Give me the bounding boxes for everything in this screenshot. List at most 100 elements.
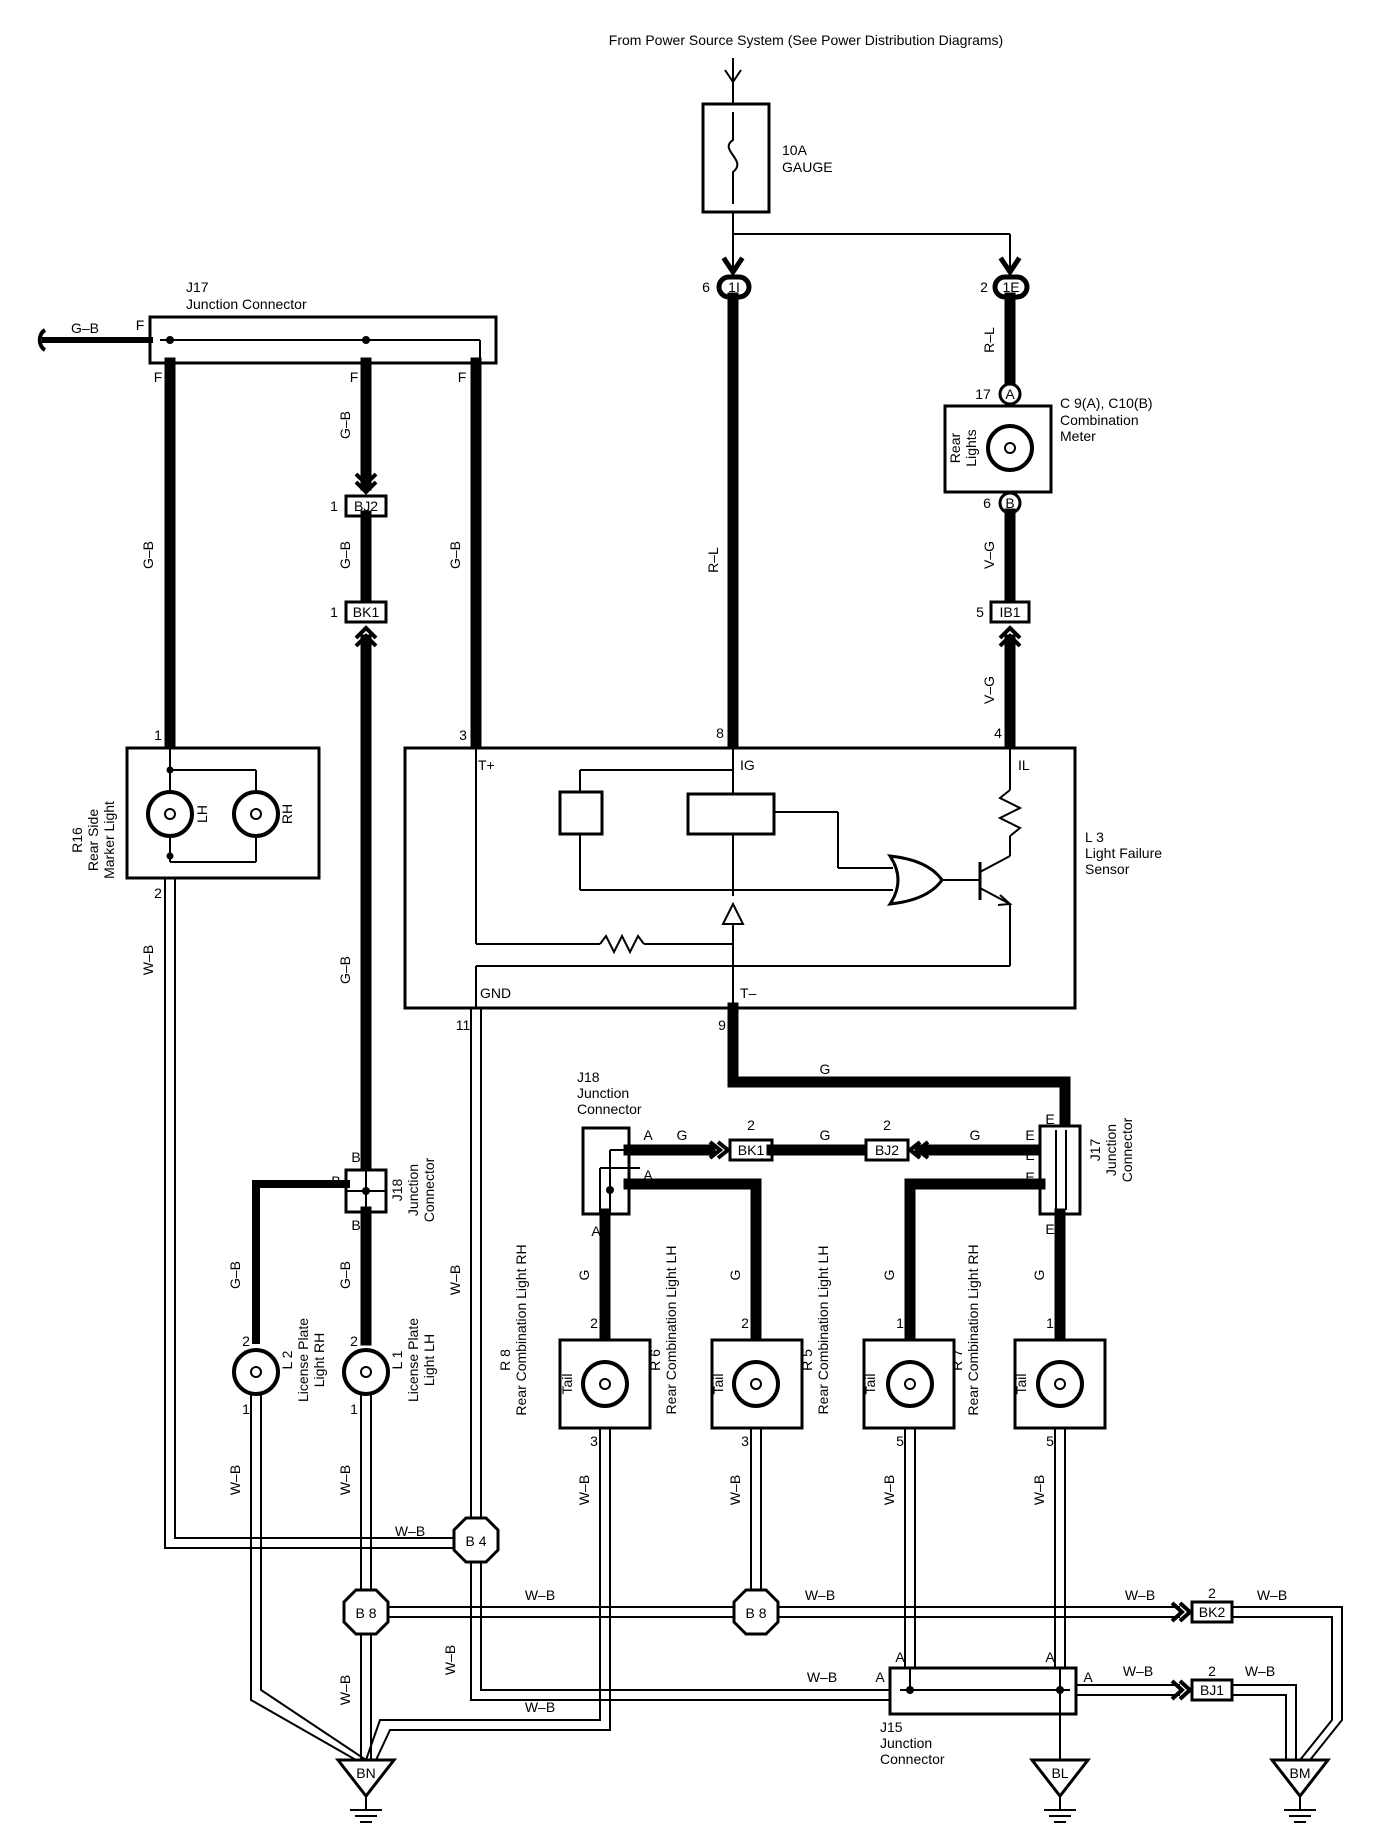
svg-text:LH: LH	[194, 805, 210, 823]
splice-b8-left: B 8	[342, 1588, 390, 1636]
svg-text:Rear Side: Rear Side	[85, 809, 101, 871]
splice-b8-right: B 8	[732, 1588, 780, 1636]
svg-text:W–B: W–B	[525, 1699, 555, 1715]
svg-text:3: 3	[459, 727, 467, 743]
svg-text:E: E	[1025, 1147, 1034, 1163]
svg-text:G: G	[820, 1061, 831, 1077]
svg-text:Rear Combination Light RH: Rear Combination Light RH	[965, 1244, 981, 1415]
svg-text:Junction Connector: Junction Connector	[186, 296, 307, 312]
svg-text:E: E	[1025, 1169, 1034, 1185]
svg-text:B 8: B 8	[355, 1605, 376, 1621]
svg-text:L 3: L 3	[1085, 829, 1104, 845]
svg-text:L 2: L 2	[279, 1350, 295, 1369]
svg-text:E: E	[1045, 1221, 1054, 1237]
svg-text:GND: GND	[480, 985, 511, 1001]
l3-light-failure-sensor: T+ IG IL GND T– L 3 Light Failure Sensor	[403, 746, 1162, 1010]
power-source-title: From Power Source System (See Power Dist…	[609, 32, 1003, 48]
svg-text:J17: J17	[1087, 1139, 1103, 1162]
svg-text:1: 1	[896, 1315, 904, 1331]
svg-text:W–B: W–B	[807, 1669, 837, 1685]
connector-bk1-mid: BK1 2	[728, 1117, 774, 1162]
svg-text:8: 8	[716, 725, 724, 741]
svg-text:RH: RH	[279, 804, 295, 824]
svg-text:5: 5	[896, 1433, 904, 1449]
svg-text:R 6: R 6	[647, 1349, 663, 1371]
svg-text:9: 9	[718, 1017, 726, 1033]
svg-text:2: 2	[741, 1315, 749, 1331]
svg-text:R–L: R–L	[705, 547, 721, 573]
svg-text:Rear Combination Light RH: Rear Combination Light RH	[513, 1244, 529, 1415]
svg-text:A: A	[1083, 1669, 1093, 1685]
svg-text:E: E	[1045, 1111, 1054, 1127]
svg-text:1I: 1I	[728, 279, 740, 295]
svg-text:5: 5	[976, 604, 984, 620]
svg-text:A: A	[895, 1649, 905, 1665]
svg-text:BK1: BK1	[353, 604, 380, 620]
svg-text:BJ2: BJ2	[875, 1142, 899, 1158]
connector-bj2-top: BJ2 1	[330, 494, 388, 518]
svg-text:BJ2: BJ2	[354, 498, 378, 514]
svg-text:Junction: Junction	[577, 1085, 629, 1101]
svg-text:W–B: W–B	[1257, 1587, 1287, 1603]
svg-text:W–B: W–B	[1123, 1663, 1153, 1679]
svg-text:1: 1	[242, 1401, 250, 1417]
svg-text:V–G: V–G	[981, 541, 997, 569]
svg-text:Rear Combination Light LH: Rear Combination Light LH	[815, 1246, 831, 1415]
meter-id: C 9(A), C10(B)	[1060, 395, 1153, 411]
svg-text:W–B: W–B	[337, 1675, 353, 1705]
svg-text:Sensor: Sensor	[1085, 861, 1130, 877]
svg-text:Rear: Rear	[947, 432, 963, 463]
svg-text:11: 11	[456, 1017, 471, 1033]
r7-rear-combination-light-rh: Tail R 7 Rear Combination Light RH	[949, 1244, 1107, 1430]
svg-text:4: 4	[994, 725, 1002, 741]
svg-text:Light RH: Light RH	[311, 1333, 327, 1387]
fuse-rating: 10A	[782, 142, 808, 158]
svg-text:W–B: W–B	[805, 1587, 835, 1603]
meter-name: Combination	[1060, 412, 1139, 428]
svg-text:2: 2	[242, 1333, 250, 1349]
svg-text:BK2: BK2	[1199, 1604, 1226, 1620]
svg-text:A: A	[591, 1223, 601, 1239]
svg-text:Meter: Meter	[1060, 428, 1096, 444]
svg-text:E: E	[1025, 1127, 1034, 1143]
fuse-name: GAUGE	[782, 159, 833, 175]
svg-text:5: 5	[1046, 1433, 1054, 1449]
svg-text:W–B: W–B	[1245, 1663, 1275, 1679]
svg-text:1: 1	[1046, 1315, 1054, 1331]
connector-1i: 1I 6	[702, 274, 752, 300]
svg-text:F: F	[136, 317, 145, 333]
svg-text:2: 2	[980, 279, 988, 295]
j18-mid-junction: J18 Junction Connector A A A	[577, 1069, 653, 1239]
svg-text:Tail: Tail	[559, 1373, 575, 1394]
svg-text:2: 2	[590, 1315, 598, 1331]
svg-text:Light Failure: Light Failure	[1085, 845, 1162, 861]
svg-text:J15: J15	[880, 1719, 903, 1735]
svg-text:A: A	[643, 1167, 653, 1183]
svg-text:G–B: G–B	[227, 1261, 243, 1289]
l2-license-plate-light-rh: L 2 License Plate Light RH	[232, 1318, 327, 1402]
svg-text:G–B: G–B	[337, 1261, 353, 1289]
svg-text:License Plate: License Plate	[405, 1318, 421, 1402]
svg-text:IB1: IB1	[999, 604, 1020, 620]
svg-text:IG: IG	[740, 757, 755, 773]
svg-text:F: F	[458, 369, 467, 385]
svg-text:G: G	[820, 1127, 831, 1143]
svg-text:F: F	[350, 369, 359, 385]
svg-text:BM: BM	[1290, 1765, 1311, 1781]
svg-text:Tail: Tail	[710, 1373, 726, 1394]
svg-text:Connector: Connector	[577, 1101, 642, 1117]
fuse-gauge: 10A GAUGE	[701, 102, 833, 214]
svg-text:B 8: B 8	[745, 1605, 766, 1621]
svg-text:W–B: W–B	[447, 1265, 463, 1295]
r5-rear-combination-light-lh: Tail R 5 Rear Combination Light LH	[799, 1246, 956, 1430]
svg-text:J18: J18	[389, 1179, 405, 1202]
svg-text:G–B: G–B	[337, 411, 353, 439]
svg-text:T–: T–	[740, 985, 757, 1001]
svg-text:W–B: W–B	[1125, 1587, 1155, 1603]
svg-text:BN: BN	[356, 1765, 375, 1781]
svg-text:A: A	[643, 1127, 653, 1143]
svg-text:G–B: G–B	[337, 956, 353, 984]
svg-text:2: 2	[1208, 1663, 1216, 1679]
svg-text:J18: J18	[577, 1069, 600, 1085]
svg-text:1: 1	[330, 498, 338, 514]
